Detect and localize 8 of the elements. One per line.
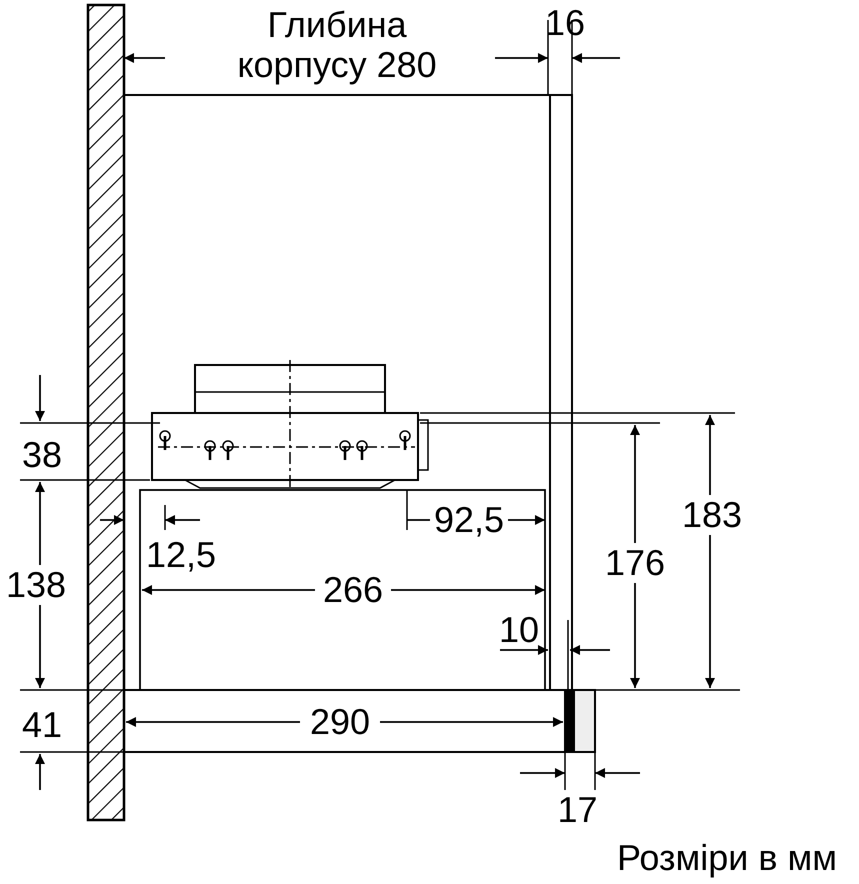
dimension-label: 10 — [498, 610, 540, 650]
dimension-note: Глибина корпусу 280 — [236, 5, 438, 85]
units-caption: Розміри в мм — [616, 838, 838, 878]
dimension-label: 41 — [20, 705, 64, 745]
dimension-label: 17 — [556, 790, 599, 830]
dimension-label: 38 — [20, 435, 64, 475]
dimension-label: 16 — [545, 3, 583, 43]
dimension-label: 12,5 — [144, 535, 218, 575]
